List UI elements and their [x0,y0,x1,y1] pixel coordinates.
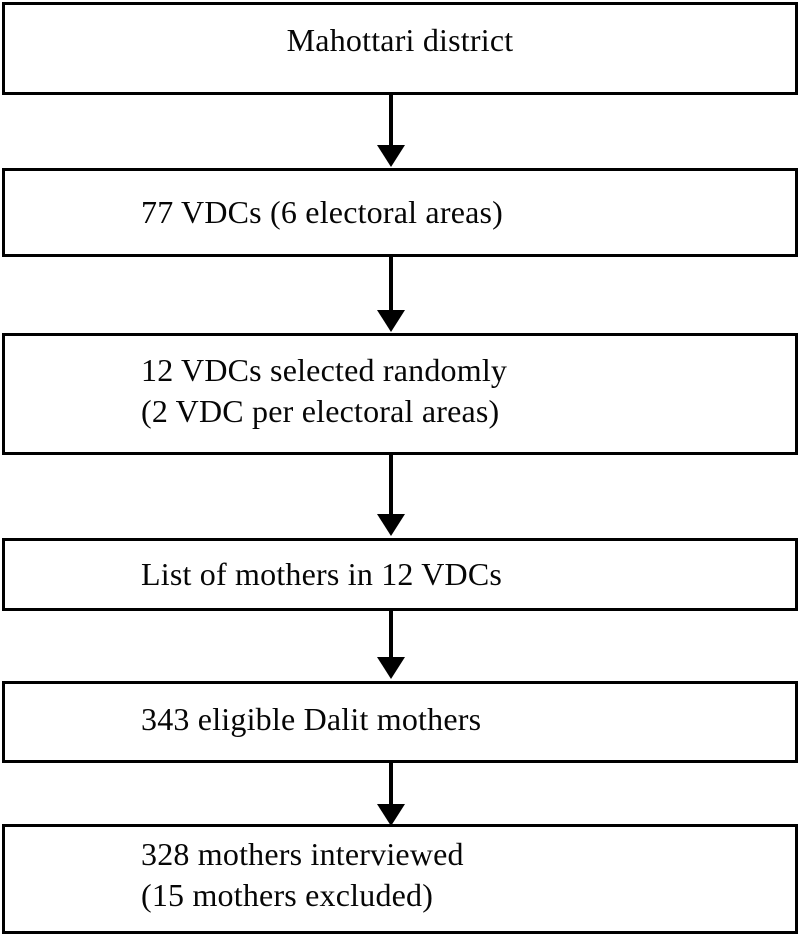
down-arrow-icon [375,257,407,332]
arrow-head [377,514,405,536]
arrow-head [377,804,405,826]
arrow-head [377,310,405,332]
flow-box-12-vdcs-line-2: (2 VDC per electoral areas) [141,393,500,429]
flow-box-12-vdcs-selected: 12 VDCs selected randomly (2 VDC per ele… [2,333,798,455]
down-arrow-icon [375,455,407,536]
arrow-stem [389,611,393,657]
flow-box-district: Mahottari district [2,2,798,95]
arrow-stem [389,95,393,145]
flow-box-77-vdcs: 77 VDCs (6 electoral areas) [2,168,798,257]
flow-box-eligible-mothers-label: 343 eligible Dalit mothers [141,700,482,737]
flow-box-interviewed-line-1: 328 mothers interviewed [141,836,464,872]
down-arrow-icon [375,95,407,167]
flow-box-district-label: Mahottari district [286,22,514,58]
flow-box-12-vdcs-line-1: 12 VDCs selected randomly [141,352,508,388]
flow-box-mothers-list-label: List of mothers in 12 VDCs [141,556,503,592]
arrow-stem [389,455,393,514]
flow-box-eligible-mothers: 343 eligible Dalit mothers [2,681,798,763]
flow-box-interviewed-line-2: (15 mothers excluded) [141,877,434,913]
flow-box-interviewed-mothers: 328 mothers interviewed (15 mothers excl… [2,824,798,934]
flow-box-77-vdcs-label: 77 VDCs (6 electoral areas) [141,194,504,230]
arrow-stem [389,763,393,804]
down-arrow-icon [375,763,407,826]
flow-box-mothers-list: List of mothers in 12 VDCs [2,538,798,611]
arrow-head [377,145,405,167]
arrow-stem [389,257,393,310]
arrow-head [377,657,405,679]
down-arrow-icon [375,611,407,679]
